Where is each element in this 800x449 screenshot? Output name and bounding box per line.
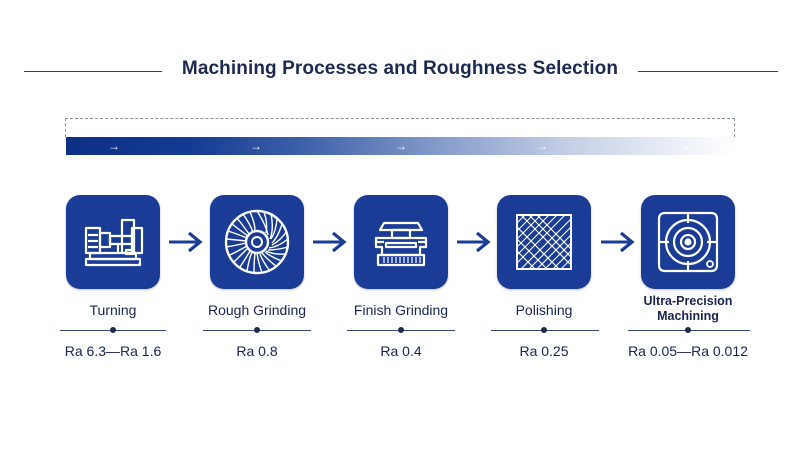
progression-bar-outline — [65, 118, 735, 137]
scale-dot — [541, 327, 547, 333]
precision-target-icon — [641, 195, 735, 289]
step-label-rough-grinding: Rough Grinding — [207, 302, 307, 318]
gradient-arrow-icon: → — [108, 139, 120, 153]
grinding-wheel-icon — [210, 195, 304, 289]
surface-grinder-icon — [354, 195, 448, 289]
step-label-polishing: Polishing — [515, 302, 573, 318]
roughness-value-ultra-precision: Ra 0.05—Ra 0.012 — [628, 343, 748, 359]
gradient-arrow-icon: → — [395, 139, 407, 153]
flow-arrow-icon — [313, 231, 347, 253]
flow-arrow-icon — [601, 231, 635, 253]
scale-dot — [685, 327, 691, 333]
scale-dot — [254, 327, 260, 333]
gradient-arrow-icon: → — [250, 139, 262, 153]
step-label-line: Ultra-Precision — [643, 294, 733, 308]
step-label-turning: Turning — [89, 302, 137, 318]
scale-dot — [398, 327, 404, 333]
lathe-icon — [66, 195, 160, 289]
title-rule-right — [638, 71, 778, 72]
page-title: Machining Processes and Roughness Select… — [181, 58, 619, 79]
roughness-value-polishing: Ra 0.25 — [519, 343, 569, 359]
title-rule-left — [24, 71, 162, 72]
scale-dot — [110, 327, 116, 333]
gradient-arrow-icon: → — [679, 139, 691, 153]
roughness-value-finish-grinding: Ra 0.4 — [380, 343, 422, 359]
roughness-gradient-bar — [66, 137, 734, 155]
polished-surface-icon — [497, 195, 591, 289]
step-label-finish-grinding: Finish Grinding — [353, 302, 449, 318]
flow-arrow-icon — [457, 231, 491, 253]
step-label-ultra-precision: Ultra-Precision Machining — [608, 294, 768, 324]
gradient-arrow-icon: → — [536, 139, 548, 153]
roughness-value-turning: Ra 6.3—Ra 1.6 — [64, 343, 162, 359]
flow-arrow-icon — [169, 231, 203, 253]
step-label-line: Machining — [657, 309, 719, 323]
roughness-value-rough-grinding: Ra 0.8 — [236, 343, 278, 359]
